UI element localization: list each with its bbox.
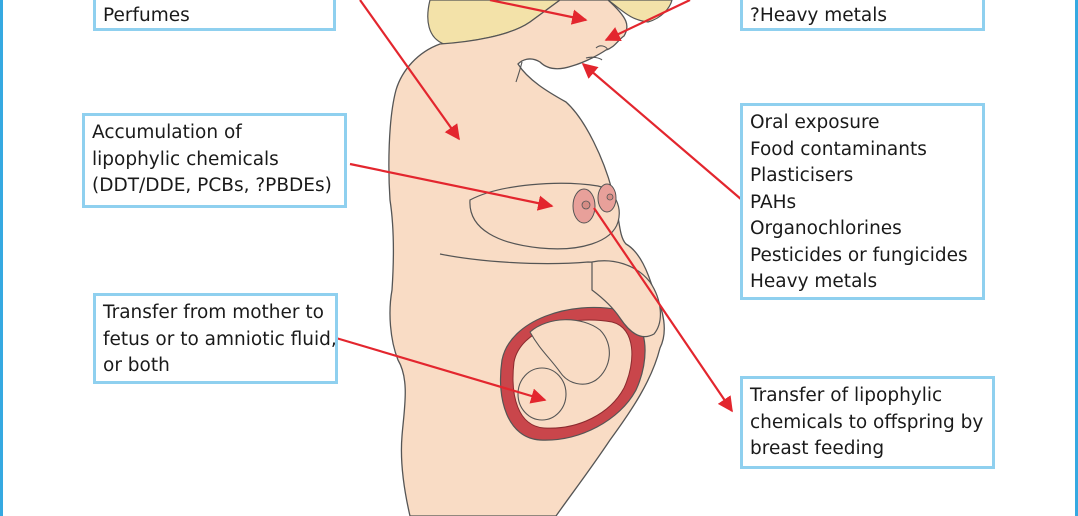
label-line: chemicals to offspring by [750, 411, 984, 433]
label-line: Organochlorines [750, 218, 902, 239]
label-line: Heavy metals [750, 271, 878, 292]
label-box-accumulation: Accumulation of lipophylic chemicals (DD… [82, 113, 347, 208]
arrow-heavy-metals [604, 0, 691, 41]
label-line: Plasticisers [750, 165, 854, 186]
nipple-right [606, 193, 614, 201]
label-box-breast-feeding: Transfer of lipophylic chemicals to offs… [740, 376, 995, 469]
label-line: fetus or to amniotic fluid, [103, 328, 337, 350]
arrow-oral [581, 62, 743, 201]
arrow-perfumes [359, 0, 460, 141]
arrow-breast-feeding [593, 207, 733, 413]
label-box-oral-exposure: Oral exposure Food contaminants Plastici… [740, 103, 985, 300]
body-shape [388, 0, 665, 516]
label-line: or both [103, 355, 170, 376]
fetus-body [529, 319, 610, 385]
arrow-perfumes-face [489, 0, 588, 25]
label-line: PAHs [750, 191, 797, 213]
mouth-detail [585, 45, 609, 61]
label-line: lipophylic chemicals [92, 148, 279, 170]
nipple-left [581, 200, 591, 210]
label-line: breast feeding [750, 438, 885, 459]
label-line: Accumulation of [92, 122, 242, 143]
arrow-transfer-fetus [335, 336, 547, 404]
label-line: Oral exposure [750, 112, 880, 133]
label-box-heavy-metals: ?Heavy metals [740, 0, 985, 31]
label-line: Food contaminants [750, 138, 927, 160]
neck-line [515, 61, 523, 83]
label-line: Pesticides or fungicides [750, 244, 968, 266]
label-line: (DDT/DDE, PCBs, ?PBDEs) [92, 175, 332, 196]
label-box-transfer-fetus: Transfer from mother to fetus or to amni… [93, 293, 338, 384]
arrow-accumulation [349, 162, 554, 211]
label-box-perfumes: Perfumes [93, 0, 336, 31]
label-line: Perfumes [103, 5, 190, 26]
label-line: ?Heavy metals [750, 5, 887, 26]
label-line: Transfer from mother to [103, 302, 324, 323]
label-line: Transfer of lipophylic [750, 385, 943, 406]
